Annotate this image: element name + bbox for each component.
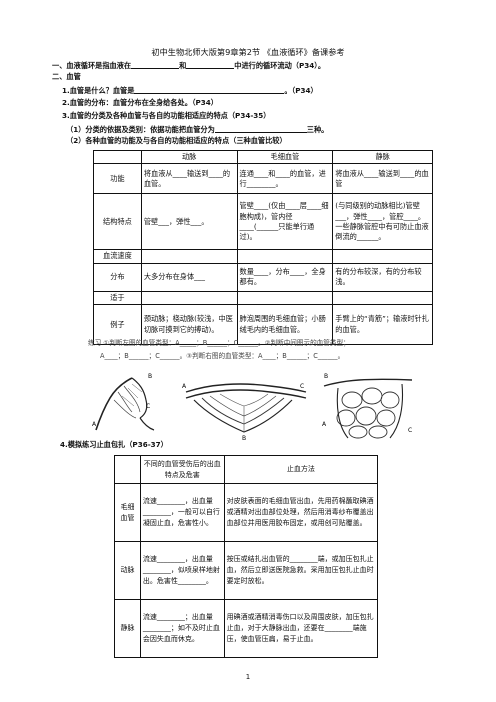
vessel-comparison-table: 动脉 毛细血管 静脉 功能 将血液从____输送到____的血管。 连通____… (93, 149, 433, 346)
table-cell: 手臂上的“青筋”；输液时针扎的血管。 (332, 304, 433, 346)
header-vein: 静脉 (332, 149, 433, 165)
figure-right-capillaries-alveoli: B A C (322, 373, 412, 439)
table-cell (236, 249, 334, 264)
question-2: 2.血管的分布：血管分布在全身给各处。（P34） (62, 98, 218, 107)
blank (186, 60, 235, 69)
table-corner-cell (93, 149, 142, 165)
table-row: 动脉 流速________，出血量________，似喷泉样地射出。危害性___… (114, 541, 379, 600)
question-3: 3.血管的分类及各种血管与各自的功能相适应的特点（P34-35） (62, 111, 271, 120)
header-features: 不同的血管受伤后的出血特点及危害 (139, 455, 225, 484)
table-cell: 数量____，分布____，全身都有。 (236, 262, 334, 292)
header-method: 止血方法 (223, 455, 379, 484)
table-row: 适于 (93, 290, 433, 306)
blank (134, 85, 285, 94)
table-cell: 流速________，出血量________，似喷泉样地射出。危害性______… (139, 541, 225, 600)
table-corner-cell (114, 455, 141, 484)
table-cell: 管壁___，弹性___。 (140, 193, 238, 251)
table-cell (332, 290, 433, 306)
table-cell: 肺泡周围的毛细血管；小肠绒毛内的毛细血管。 (236, 304, 334, 346)
table-cell: 流速________，出血量________，一般可以自行凝固止血，危害性小。 (139, 483, 225, 542)
row-label: 血流速度 (93, 249, 142, 264)
table-cell: 大多分布在身体___ (140, 262, 238, 292)
row-label: 分布 (93, 262, 142, 292)
practice-line-2: A____；B______；C______。③判断右图的血管类型：A____；B… (100, 352, 345, 360)
table-cell: 流速________；出血量________；如不及时止血会因失血而休克。 (139, 599, 225, 658)
row-label: 适于 (93, 290, 142, 306)
row-label: 毛细血管 (114, 483, 141, 542)
row-label: 静脉 (114, 599, 141, 658)
table-cell: (与同级别的动脉相比)管壁___，弹性____，管腔____。一些静脉管腔中有可… (332, 193, 433, 251)
question-4: 4.模拟练习止血包扎（P36-37） (60, 440, 168, 449)
table-cell: 管壁____(仅由____层____细胞构成)，管内径____(______只能… (236, 193, 334, 251)
table-cell (140, 290, 238, 306)
table-cell: 将血液从____输送到____的血管。 (140, 163, 238, 195)
table-row: 静脉 流速________；出血量________；如不及时止血会因失血而休克。… (114, 599, 379, 658)
row-label: 结构特点 (93, 193, 142, 251)
practice-line-1: 练习 ①判断左图的血管类型：A_____；B______；C______。②判断… (88, 339, 350, 347)
header-artery: 动脉 (140, 149, 238, 165)
table-row: 分布 大多分布在身体___ 数量____，分布____，全身都有。 有的分布较深… (93, 262, 433, 292)
row-label: 例子 (93, 304, 142, 346)
page-title: 初中生物北师大版第9章第2节 《血液循环》备课参考 (151, 47, 345, 57)
header-capillary: 毛细血管 (236, 149, 334, 165)
figure-label: C (146, 403, 150, 410)
bleeding-first-aid-table: 不同的血管受伤后的出血特点及危害 止血方法 毛细血管 流速________，出血… (114, 455, 379, 658)
blank (214, 124, 307, 133)
table-row: 毛细血管 流速________，出血量________，一般可以自行凝固止血，危… (114, 483, 379, 542)
row-label: 功能 (93, 163, 142, 195)
figure-label: C (408, 427, 412, 434)
figure-label: B (148, 373, 152, 380)
table-row: 血流速度 (93, 249, 433, 264)
table-cell: 按压或结扎出血管的________端，或加压包扎止血，然后立即送医院急救。采用加… (223, 541, 379, 600)
question-3-2: （2）各种血管的功能及与各自的功能相适应的特点（三种血管比较） (66, 136, 287, 145)
figure-middle-capillary-network: A B C (182, 383, 307, 442)
table-cell (236, 290, 334, 306)
section-1: 一、血液循环是指血液在和中进行的循环流动（P34）。 (52, 60, 326, 70)
table-header-row: 不同的血管受伤后的出血特点及危害 止血方法 (114, 455, 379, 484)
table-row: 结构特点 管壁___，弹性___。 管壁____(仅由____层____细胞构成… (93, 193, 433, 251)
table-cell (332, 249, 433, 264)
row-label: 动脉 (114, 541, 141, 600)
figure-label: A (92, 421, 97, 428)
question-1: 1.血管是什么？血管是。（P34） (62, 85, 318, 95)
table-cell: 用碘酒或酒精消毒伤口以及周围皮肤，加压包扎止血，对于大静脉出血，还要在_____… (223, 599, 379, 658)
figure-label: A (182, 383, 187, 390)
figure-label: B (242, 435, 246, 442)
figure-label: C (300, 383, 304, 390)
question-3-1: （1）分类的依据及类别：依据功能把血管分为三种。 (66, 124, 329, 134)
section-2-heading: 二、血管 (52, 72, 81, 81)
table-header-row: 动脉 毛细血管 静脉 (93, 149, 433, 165)
table-cell: 将血液从____输送到____的血管 (332, 163, 433, 195)
figure-left-blood-vessels: A B C (92, 373, 155, 431)
table-cell: 有的分布较深，有的分布较浅。 (332, 262, 433, 292)
figure-label: A (322, 421, 327, 428)
page-number: 1 (245, 673, 251, 681)
table-cell: 对皮肤表面的毛细血管出血，先用药棉蘸取碘酒或酒精对出血部位处理，然后用消毒纱布覆… (223, 483, 379, 542)
table-cell: 连通____和____的血管，进行________。 (236, 163, 334, 195)
blank (131, 60, 180, 69)
table-cell (140, 249, 238, 264)
table-row: 功能 将血液从____输送到____的血管。 连通____和____的血管，进行… (93, 163, 433, 195)
table-row: 例子 颈动脉；桡动脉(较浅，中医切脉可摸到它的搏动)。 肺泡周围的毛细血管；小肠… (93, 304, 433, 346)
figure-label: B (324, 373, 328, 380)
